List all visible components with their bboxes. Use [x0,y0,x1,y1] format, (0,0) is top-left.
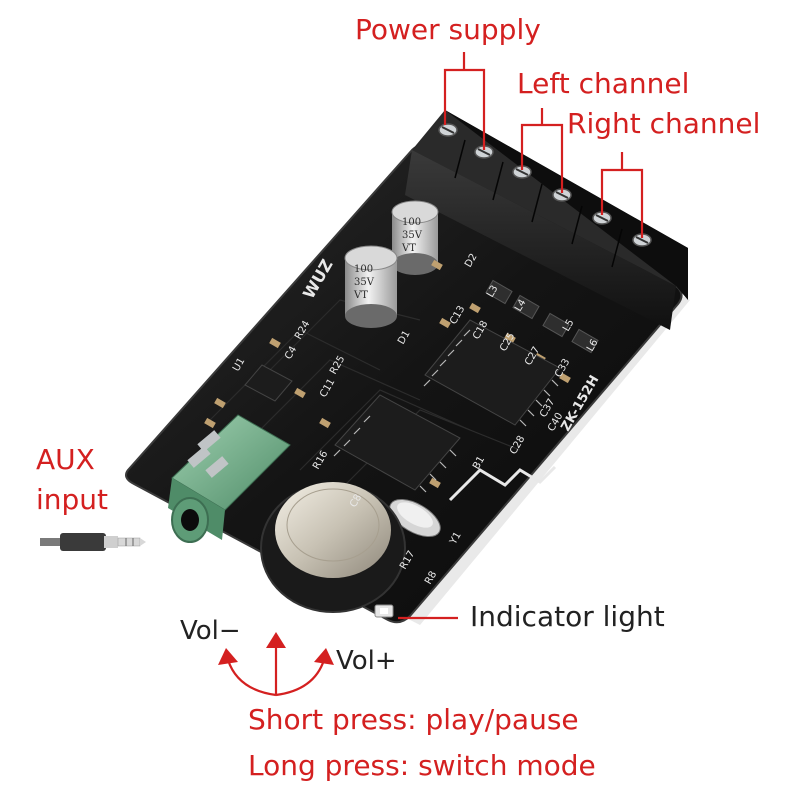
arrow-heads [218,632,334,665]
aux-label-line1: AUX [36,443,95,476]
power-supply-label: Power supply [355,13,541,46]
capacitor-1-voltage: 35V [402,230,423,241]
crystal-y1 [389,498,441,538]
curved-left-arrow-icon [226,659,277,697]
indicator-light-label: Indicator light [470,600,665,633]
capacitor-1-series: VT [401,243,416,254]
silk-l4: L4 [513,298,528,314]
antenna-trace [448,465,557,502]
small-ic-u1 [244,364,293,402]
pcb-traces [209,299,521,501]
vol-plus-label: Vol+ [336,646,397,676]
left-channel-label: Left channel [517,67,690,100]
smd-components [204,259,571,489]
indicator-led [374,604,394,618]
short-press-label: Short press: play/pause [248,703,579,736]
audio-jack-plug-icon [40,533,146,551]
terminal-block [405,110,688,330]
capacitor-2-series: VT [353,290,368,301]
capacitor-2-value: 100 [354,264,373,275]
coin-battery [260,482,406,613]
capacitor-2: 100 35V VT [344,245,398,328]
amplifier-ic [423,319,561,427]
aux-jack [168,414,291,543]
annotation-brackets [226,52,644,697]
up-arrow-icon [266,632,286,648]
curved-right-arrow-icon [275,659,326,697]
curved-right-arrow-head [314,648,334,665]
long-press-label: Long press: switch mode [248,749,596,782]
vol-minus-label: Vol− [180,616,241,646]
aux-label-line2: input [36,483,109,516]
capacitor-2-voltage: 35V [354,277,375,288]
bluetooth-ic [333,394,461,493]
silk-l3: L3 [485,284,500,300]
inductors [485,279,599,354]
capacitor-1: 100 35V VT [391,200,439,275]
silk-l5: L5 [561,318,576,334]
capacitor-1-value: 100 [402,217,421,228]
right-channel-label: Right channel [567,107,761,140]
silk-l6: L6 [585,338,600,354]
curved-left-arrow-head [218,648,238,665]
